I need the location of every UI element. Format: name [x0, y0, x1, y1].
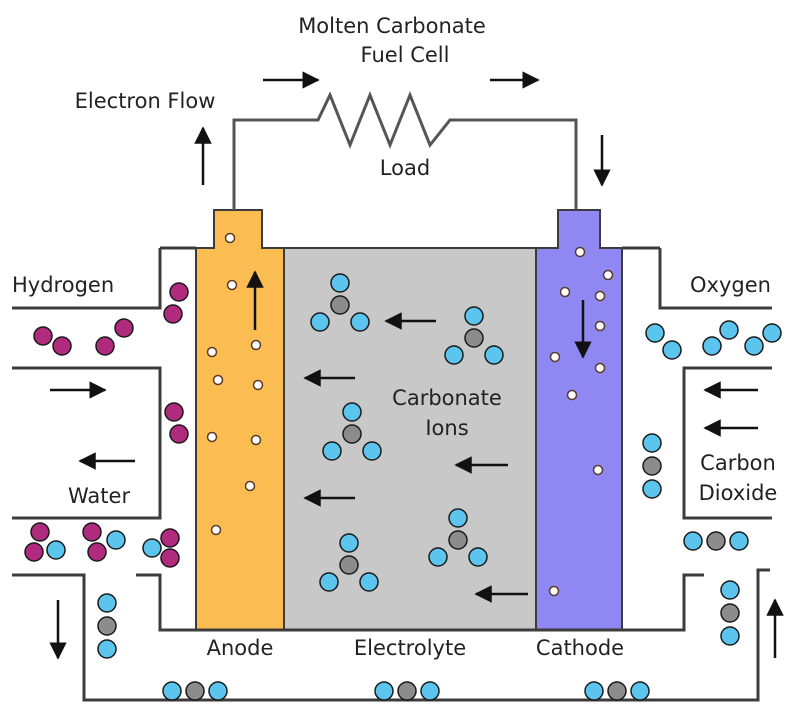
hydrogen-molecule — [164, 402, 189, 444]
electron — [206, 346, 218, 358]
anode-exhaust-wall — [12, 568, 770, 702]
oxygen-molecules — [645, 320, 782, 360]
cathode-divider — [682, 366, 772, 520]
electron — [212, 374, 224, 386]
electrons — [206, 232, 614, 597]
electron — [226, 279, 238, 291]
carbon-dioxide-molecule — [162, 681, 228, 701]
oxygen-molecule — [702, 320, 739, 356]
oxygen-molecule — [744, 323, 782, 356]
electron — [224, 232, 236, 244]
electron — [250, 339, 262, 351]
carbon-dioxide-molecule — [374, 681, 440, 701]
load-label: Load — [380, 156, 430, 180]
hydrogen-label: Hydrogen — [12, 273, 114, 297]
carbon-dioxide-molecule — [720, 580, 740, 646]
oxygen-inlet-wall — [658, 248, 772, 310]
oxygen-molecule — [645, 323, 682, 360]
anode-label: Anode — [207, 636, 274, 660]
electron — [602, 269, 614, 281]
diagram-title-line2: Fuel Cell — [361, 43, 450, 67]
carbonate-ion — [322, 402, 382, 461]
electron — [594, 362, 606, 374]
carbon-dioxide-label-line1: Carbon — [700, 451, 776, 475]
carbonate-ions — [310, 273, 504, 592]
electron — [210, 524, 222, 536]
inlet-outlet-divider — [12, 366, 162, 520]
electrolyte — [283, 247, 537, 631]
carbonate-ions-label-line2: Ions — [425, 416, 468, 440]
hydrogen-molecules — [33, 282, 189, 444]
water-molecule — [82, 522, 126, 562]
water-molecule — [24, 522, 66, 562]
carbonate-ion — [319, 533, 379, 592]
electron — [206, 431, 218, 443]
water-label: Water — [68, 484, 130, 508]
hydrogen-molecule — [95, 318, 134, 356]
flow-arrows — [49, 71, 784, 660]
hydrogen-molecule — [163, 282, 189, 324]
carbon-dioxide-molecules — [97, 433, 749, 701]
cell-housing — [12, 246, 772, 702]
electron-flow-label: Electron Flow — [75, 89, 216, 113]
electron — [244, 480, 256, 492]
carbonate-ion — [310, 273, 370, 332]
carbon-dioxide-molecule — [97, 593, 117, 659]
electron — [566, 389, 578, 401]
labels: Molten Carbonate Fuel Cell Load Electron… — [12, 14, 777, 660]
cathode-label: Cathode — [536, 636, 624, 660]
external-circuit — [232, 90, 578, 210]
carbon-dioxide-label-line2: Dioxide — [699, 481, 778, 505]
hydrogen-inlet-wall — [12, 248, 162, 310]
electron — [559, 286, 571, 298]
carbonate-ions-label-line1: Carbonate — [392, 386, 502, 410]
circuit-wire — [232, 90, 578, 210]
carbon-dioxide-molecule — [642, 433, 662, 499]
water-molecules — [24, 522, 180, 568]
electron — [594, 320, 606, 332]
carbonate-ion — [428, 508, 488, 567]
electron — [252, 379, 264, 391]
water-molecule — [142, 528, 180, 568]
carbon-dioxide-molecule — [683, 531, 749, 551]
electron — [549, 351, 561, 363]
carbonate-ion — [444, 306, 504, 365]
anode — [195, 209, 285, 631]
hydrogen-molecule — [33, 326, 72, 356]
inner-loop-wall — [136, 573, 704, 632]
electron — [574, 246, 586, 258]
electron — [594, 290, 606, 302]
diagram-title-line1: Molten Carbonate — [298, 14, 486, 38]
oxygen-label: Oxygen — [690, 273, 771, 297]
cell-body — [195, 209, 623, 631]
electron — [548, 585, 560, 597]
carbon-dioxide-molecule — [584, 681, 650, 701]
electron — [592, 464, 604, 476]
electron — [250, 434, 262, 446]
electrolyte-label: Electrolyte — [354, 636, 466, 660]
